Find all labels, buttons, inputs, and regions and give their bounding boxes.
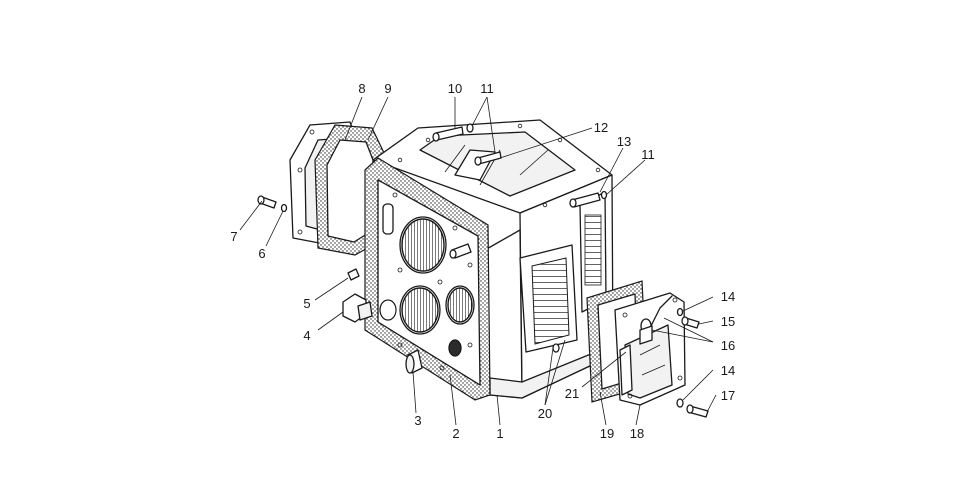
callout-16: 16 [721, 338, 735, 353]
front-face [377, 179, 481, 386]
set-screw [347, 268, 360, 281]
callout-2: 2 [452, 426, 459, 441]
callout-14-upper: 14 [721, 289, 735, 304]
dowel-pins [552, 343, 560, 353]
callout-12: 12 [594, 120, 608, 135]
callout-18: 18 [630, 426, 644, 441]
callout-9: 9 [384, 81, 391, 96]
callout-15: 15 [721, 314, 735, 329]
top-washer [466, 123, 474, 133]
callout-11-top: 11 [480, 81, 494, 96]
callout-1: 1 [496, 426, 503, 441]
callout-3: 3 [414, 413, 421, 428]
callout-10: 10 [448, 81, 462, 96]
drain-plug [405, 349, 423, 374]
locating-stud [449, 243, 472, 259]
callout-13: 13 [617, 134, 631, 149]
hex-plug [342, 293, 373, 323]
leader-lines [239, 96, 717, 426]
callout-8: 8 [358, 81, 365, 96]
breather-tube [639, 295, 673, 345]
callout-19: 19 [600, 426, 614, 441]
callout-7: 7 [230, 229, 237, 244]
callout-20: 20 [538, 406, 552, 421]
callout-21: 21 [565, 386, 579, 401]
cover-bolt-upper [676, 307, 700, 329]
callout-6: 6 [258, 246, 265, 261]
cover-bolt-left [257, 195, 277, 209]
cover-bolt-lower [676, 398, 709, 418]
side-cover-plate [614, 292, 686, 406]
callout-11-right: 11 [641, 147, 655, 162]
callout-4: 4 [303, 328, 310, 343]
callout-5: 5 [303, 296, 310, 311]
callout-17: 17 [721, 388, 735, 403]
callout-14-lower: 14 [721, 363, 735, 378]
callout-labels: 8 9 10 11 12 13 11 7 6 5 4 3 2 1 20 21 1… [230, 81, 735, 441]
side-bolt [569, 190, 608, 208]
washer-left [280, 203, 288, 213]
top-bolt [432, 126, 464, 142]
